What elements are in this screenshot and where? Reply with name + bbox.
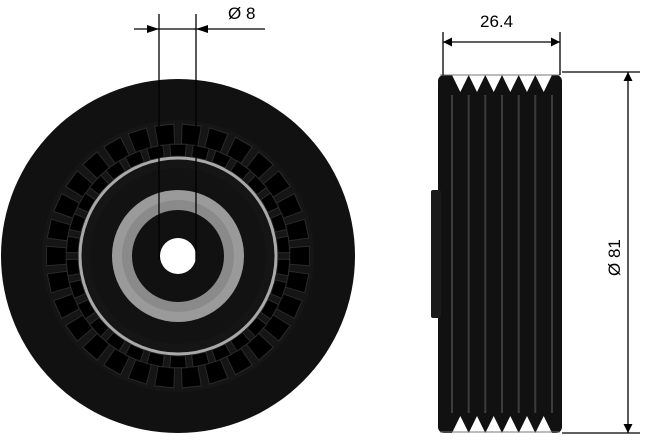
vent-slot-inner [124,343,145,363]
vent-slot-inner [275,258,291,277]
vent-slot-outer [45,245,67,267]
groove-notch-bottom [468,416,486,433]
bore-dimension: Ø 8 [134,4,265,260]
vent-slot-outer [226,136,253,165]
vent-slot-outer [127,127,152,153]
groove-notch-bottom [518,416,536,433]
vent-slot-outer [180,365,202,389]
vent-slot-outer [65,314,94,342]
vent-slot-outer [204,127,229,153]
vent-slot-inner [246,174,268,196]
vent-slot-inner [246,316,268,338]
vent-slot-outer [81,150,111,180]
hub-flange-left [431,190,441,318]
vent-slot-inner [191,351,210,368]
outer-diameter-label: Ø 81 [605,239,624,276]
vent-slot-inner [169,355,187,369]
bore-diameter-label: Ø 8 [228,4,255,23]
outer-diameter-dimension: Ø 81 [562,71,640,434]
vent-slot-inner [269,213,288,233]
vent-slot-outer [65,170,94,198]
groove-notch-top [502,75,519,92]
vent-slot-outer [53,192,80,219]
groove-notch-top [485,75,502,92]
vent-slot-outer [81,332,111,362]
vent-slot-outer [262,170,291,198]
vent-slot-outer [127,359,152,385]
vent-slot-outer [276,192,303,219]
vent-slot-outer [103,136,130,165]
bore-arrow-right [196,25,208,33]
vent-slot-outer [245,150,275,180]
vent-slot-outer [46,218,71,242]
vent-slot-outer [154,365,176,389]
vent-slot-inner [169,143,187,157]
vent-slot-outer [226,347,253,376]
vent-slot-inner [104,160,126,181]
groove-notch-top [468,75,486,92]
vent-slot-inner [124,149,145,169]
vent-slot-outer [285,218,310,242]
front-view [1,79,355,433]
vent-slot-inner [76,298,96,320]
vent-slot-inner [68,213,87,233]
groove-notch-top [518,75,536,92]
groove-notch-top [535,75,552,92]
pulley-side-body [438,75,562,433]
width-label: 26.4 [480,12,513,31]
vent-slot-inner [211,149,232,169]
side-view [431,74,562,433]
vent-slot-outer [285,270,310,294]
vent-slot-inner [76,192,96,214]
vent-slot-inner [104,331,126,352]
belt-grooves [451,75,553,433]
vent-slot-inner [275,235,291,254]
vent-slot-inner [269,279,288,299]
vent-slot-inner [260,192,280,214]
width-dimension: 26.4 [442,12,561,75]
vent-slot-inner [260,298,280,320]
vent-slot-inner [211,343,232,363]
vent-slot-outer [289,245,311,267]
vent-slot-outer [103,347,130,376]
vent-slot-outer [46,270,71,294]
groove-notch-bottom [535,416,552,433]
vent-slot-inner [230,331,252,352]
vent-slot-inner [146,351,165,368]
vent-slot-outer [245,332,275,362]
vent-slot-inner [65,258,81,277]
vent-slot-outer [53,293,80,320]
vent-slot-inner [88,174,110,196]
groove-notch-top [452,75,469,92]
vent-slot-outer [276,293,303,320]
bore-arrow-left [147,25,159,33]
vent-slot-outer [204,359,229,385]
vent-slot-inner [68,279,87,299]
vent-slot-inner [230,160,252,181]
vent-slot-outer [180,123,202,147]
groove-notch-bottom [502,416,519,433]
bore-hole [160,238,196,274]
vent-slot-outer [262,314,291,342]
vent-slot-inner [88,316,110,338]
hub-rim-ring [78,156,278,356]
vent-slot-inner [65,235,81,254]
ventilation-slots [45,123,311,389]
groove-notch-bottom [485,416,502,433]
vent-slot-outer [154,123,176,147]
groove-notch-bottom [452,416,469,433]
